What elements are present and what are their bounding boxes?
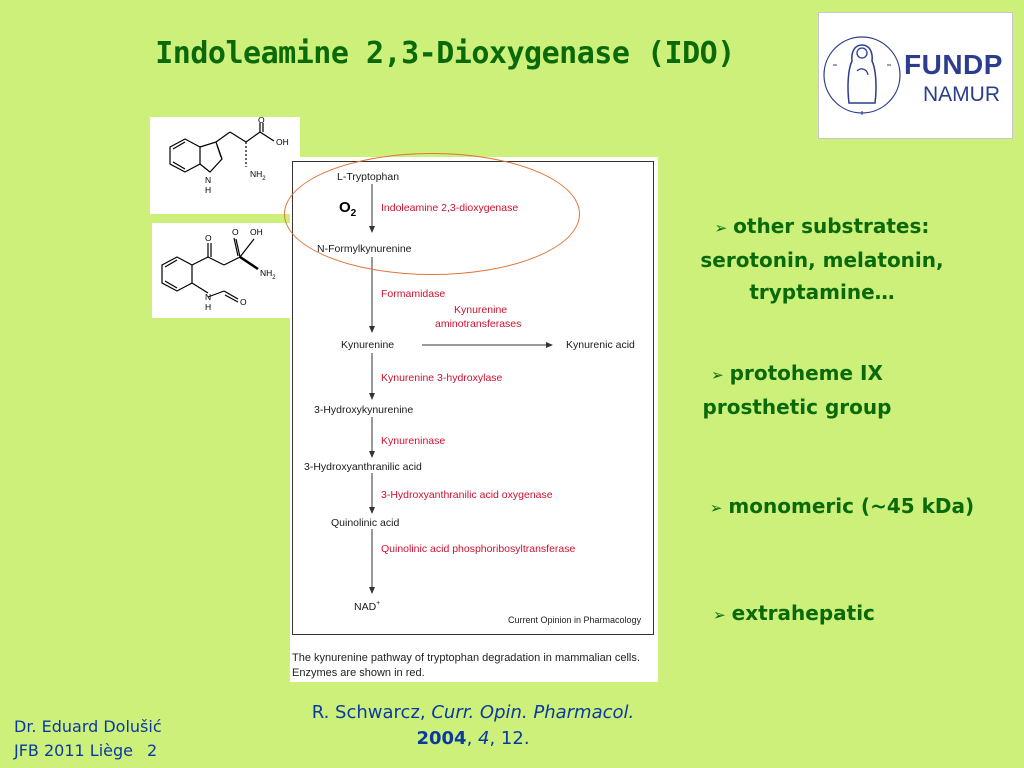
metabolite-3-hydroxykynurenine: 3-Hydroxykynurenine [314,404,413,416]
n-formylkynurenine-structure: O OH O NH2 N H O [152,223,292,318]
logo-namur-text: NAMUR [923,83,1000,106]
metabolite-kynurenine: Kynurenine [341,339,394,351]
enzyme-kynurenine-3-hydroxylase: Kynurenine 3-hydroxylase [381,372,503,384]
enzyme-qprt: Quinolinic acid phosphoribosyltransferas… [381,543,576,555]
bullet-extrahepatic: ➢extrahepatic [713,601,875,625]
trp-oh-label: OH [276,137,289,147]
logo-fundp-text: FUNDP [904,49,1003,80]
reference-citation: R. Schwarcz, Curr. Opin. Pharmacol. 2004… [311,702,635,749]
right-triangle-arrow-icon: ➢ [714,219,728,237]
enzyme-3-haa-oxygenase: 3-Hydroxyanthranilic acid oxygenase [381,489,553,501]
right-triangle-arrow-icon: ➢ [711,366,724,384]
nfk-o-top-label: O [232,227,239,237]
bullet-protoheme: ➢protoheme IX prosthetic group [702,361,892,419]
trp-nh2-label: NH2 [250,169,266,182]
metabolite-kynurenic-acid: Kynurenic acid [566,339,635,351]
trp-n-label: N [205,175,211,185]
right-triangle-arrow-icon: ➢ [709,499,723,517]
bullet-other-substrates: ➢other substrates: serotonin, melatonin,… [700,214,944,304]
footer-author: Dr. Eduard Dolušić [14,717,162,736]
metabolite-3-hydroxyanthranilic-acid: 3-Hydroxyanthranilic acid [304,461,422,473]
nfk-n-label: N [205,292,211,302]
trp-o-label: O [258,117,265,125]
right-triangle-arrow-icon: ➢ [713,606,726,624]
ido-step-highlight-ellipse [284,153,580,275]
nfk-oh-label: OH [250,227,263,237]
nfk-nh2-label: NH2 [260,268,276,281]
enzyme-kynurenine-aminotransferases-2: aminotransferases [435,318,521,330]
madonna-seal-icon [823,36,901,115]
nfk-h-label: H [205,302,211,312]
nfk-ketone-o-label: O [205,233,212,243]
slide-title: Indoleamine 2,3-Dioxygenase (IDO) [155,36,735,71]
enzyme-formamidase: Formamidase [381,288,445,300]
bullet-monomeric: ➢monomeric (~45 kDa) [709,494,975,518]
metabolite-quinolinic-acid: Quinolinic acid [331,517,399,529]
enzyme-kynurenine-aminotransferases-1: Kynurenine [454,304,507,316]
enzyme-kynureninase: Kynureninase [381,435,445,447]
nfk-formyl-o-label: O [240,297,247,307]
figure-caption: The kynurenine pathway of tryptophan deg… [292,652,640,679]
trp-h-label: H [205,185,211,195]
figure-source-label: Current Opinion in Pharmacology [508,615,642,625]
tryptophan-structure: O OH NH2 N H [150,115,300,214]
fundp-logo: FUNDP NAMUR [818,12,1013,139]
metabolite-nad: NAD+ [354,600,380,613]
page-number: 2 [147,741,158,760]
